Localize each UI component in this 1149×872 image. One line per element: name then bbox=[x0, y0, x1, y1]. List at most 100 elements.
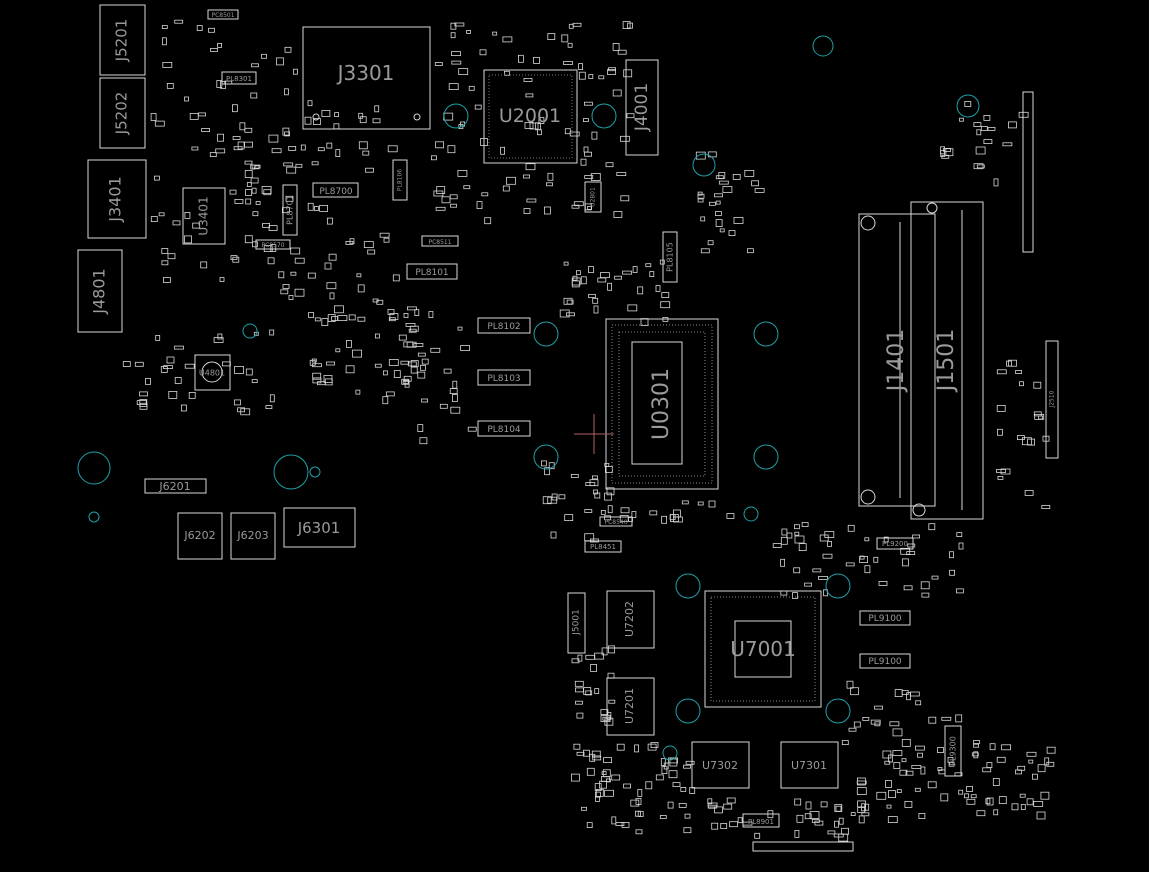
smd-footprint bbox=[134, 361, 144, 367]
smd-footprint bbox=[992, 778, 1000, 786]
smd-footprint bbox=[345, 365, 355, 374]
smd-footprint bbox=[850, 687, 859, 696]
connector-j4801[interactable]: J4801 bbox=[77, 249, 123, 333]
connector-j6202[interactable]: J6202 bbox=[177, 512, 223, 560]
inductor-pl8101[interactable]: PL8101 bbox=[406, 263, 458, 280]
smd-footprint bbox=[892, 728, 903, 737]
smd-footprint bbox=[940, 793, 949, 802]
chip-u7001[interactable]: U7001 bbox=[704, 590, 822, 708]
smd-footprint bbox=[541, 460, 547, 467]
chip-u4801[interactable]: U4801 bbox=[194, 354, 231, 391]
mounting-hole bbox=[273, 454, 309, 490]
smd-footprint bbox=[859, 556, 868, 563]
smd-footprint bbox=[363, 241, 374, 249]
smd-footprint bbox=[956, 588, 964, 594]
chip-u7301[interactable]: U7301 bbox=[780, 741, 839, 789]
smd-footprint bbox=[793, 567, 801, 574]
smd-footprint bbox=[580, 158, 587, 166]
memory-slot-j1501[interactable]: J1501 bbox=[910, 201, 984, 520]
connector-j6203[interactable]: J6203 bbox=[230, 512, 276, 560]
connector-j3301[interactable]: J3301 bbox=[302, 26, 431, 130]
smd-footprint bbox=[450, 22, 457, 30]
smd-footprint bbox=[864, 565, 871, 574]
connector-j5202[interactable]: J5202 bbox=[99, 77, 146, 149]
smd-footprint bbox=[945, 148, 954, 157]
inductor-pl8451[interactable]: PL8451 bbox=[584, 540, 622, 553]
capacitor-pc8540[interactable]: PC8540 bbox=[599, 516, 633, 527]
chip-u7302[interactable]: U7302 bbox=[691, 741, 750, 789]
smd-footprint bbox=[533, 57, 540, 64]
inductor-pl9100a[interactable]: PL9100 bbox=[859, 610, 911, 626]
inductor-pl9300[interactable]: PL9300 bbox=[944, 725, 962, 777]
smd-footprint bbox=[637, 789, 643, 797]
smd-footprint bbox=[600, 709, 609, 715]
smd-footprint bbox=[622, 270, 632, 275]
smd-footprint bbox=[884, 760, 891, 765]
smd-footprint bbox=[902, 558, 909, 567]
connector-right-edge[interactable] bbox=[1022, 91, 1034, 253]
inductor-pl8105[interactable]: PL8105 bbox=[662, 231, 678, 283]
smd-footprint bbox=[751, 180, 759, 187]
mounting-hole bbox=[88, 511, 100, 523]
smd-footprint bbox=[414, 309, 420, 317]
capacitor-pc8570[interactable]: PC8570 bbox=[255, 239, 291, 250]
smd-footprint bbox=[237, 141, 245, 150]
connector-bottom-edge[interactable] bbox=[752, 841, 854, 852]
smd-footprint bbox=[1020, 804, 1026, 810]
chip-u7201[interactable]: U7201 bbox=[606, 677, 655, 736]
crosshair-cursor bbox=[574, 414, 614, 454]
smd-footprint bbox=[858, 815, 865, 824]
smd-footprint bbox=[993, 178, 999, 187]
inductor-pl8700[interactable]: PL8700 bbox=[312, 182, 359, 198]
smd-footprint bbox=[976, 164, 985, 169]
smd-footprint bbox=[985, 798, 991, 805]
inductor-pl8301[interactable]: PL8301 bbox=[221, 71, 257, 85]
connector-j5201[interactable]: J5201 bbox=[99, 4, 146, 76]
inductor-pl8106[interactable]: PL8106 bbox=[392, 159, 408, 201]
chip-u0301[interactable]: U0301 bbox=[605, 318, 719, 490]
connector-j6301[interactable]: J6301 bbox=[283, 507, 356, 548]
connector-j5001[interactable]: J5001 bbox=[567, 592, 586, 654]
smd-footprint bbox=[234, 399, 241, 406]
inductor-pl8104[interactable]: PL8104 bbox=[477, 420, 531, 437]
memory-slot-j1401[interactable]: J1401 bbox=[858, 213, 936, 507]
smd-footprint bbox=[889, 721, 900, 727]
smd-footprint bbox=[231, 104, 238, 113]
connector-j3401[interactable]: J3401 bbox=[87, 159, 147, 239]
smd-footprint bbox=[421, 398, 429, 403]
inductor-pl8102[interactable]: PL8102 bbox=[477, 317, 531, 334]
smd-footprint bbox=[481, 192, 489, 197]
smd-footprint bbox=[468, 85, 475, 91]
connector-j6201[interactable]: J6201 bbox=[144, 478, 207, 494]
capacitor-pc8511[interactable]: PC8511 bbox=[421, 235, 459, 247]
j1401-label: J1401 bbox=[884, 329, 909, 393]
smd-footprint bbox=[700, 216, 706, 222]
chip-u2801[interactable]: U2801 bbox=[584, 181, 602, 213]
smd-footprint bbox=[907, 543, 916, 548]
smd-footprint bbox=[614, 275, 622, 280]
capacitor-pc8501[interactable]: PC8501 bbox=[207, 9, 239, 20]
chip-u3401[interactable]: U3401 bbox=[182, 187, 226, 245]
inductor-pl9200[interactable]: PL9200 bbox=[876, 537, 914, 550]
smd-footprint bbox=[605, 162, 614, 168]
smd-footprint bbox=[484, 217, 492, 225]
smd-footprint bbox=[460, 345, 471, 352]
smd-footprint bbox=[620, 507, 630, 514]
smd-footprint bbox=[382, 370, 388, 376]
smd-footprint bbox=[245, 189, 253, 196]
chip-u2001[interactable]: U2001 bbox=[483, 69, 578, 164]
smd-footprint bbox=[326, 217, 333, 225]
smd-footprint bbox=[794, 830, 800, 838]
smd-footprint bbox=[200, 261, 208, 269]
smd-footprint bbox=[430, 347, 441, 353]
inductor-pl8901[interactable]: PL8901 bbox=[742, 813, 780, 828]
inductor-pl8701[interactable]: PL8701 bbox=[282, 184, 298, 236]
connector-j4001[interactable]: J4001 bbox=[625, 59, 659, 156]
smd-footprint bbox=[668, 757, 678, 764]
pl8106-label: PL8106 bbox=[397, 169, 404, 191]
connector-j2510[interactable]: J2510 bbox=[1045, 340, 1059, 459]
chip-u7202[interactable]: U7202 bbox=[606, 590, 655, 649]
smd-footprint bbox=[184, 211, 191, 219]
inductor-pl8103[interactable]: PL8103 bbox=[477, 369, 531, 386]
inductor-pl9100b[interactable]: PL9100 bbox=[859, 653, 911, 669]
